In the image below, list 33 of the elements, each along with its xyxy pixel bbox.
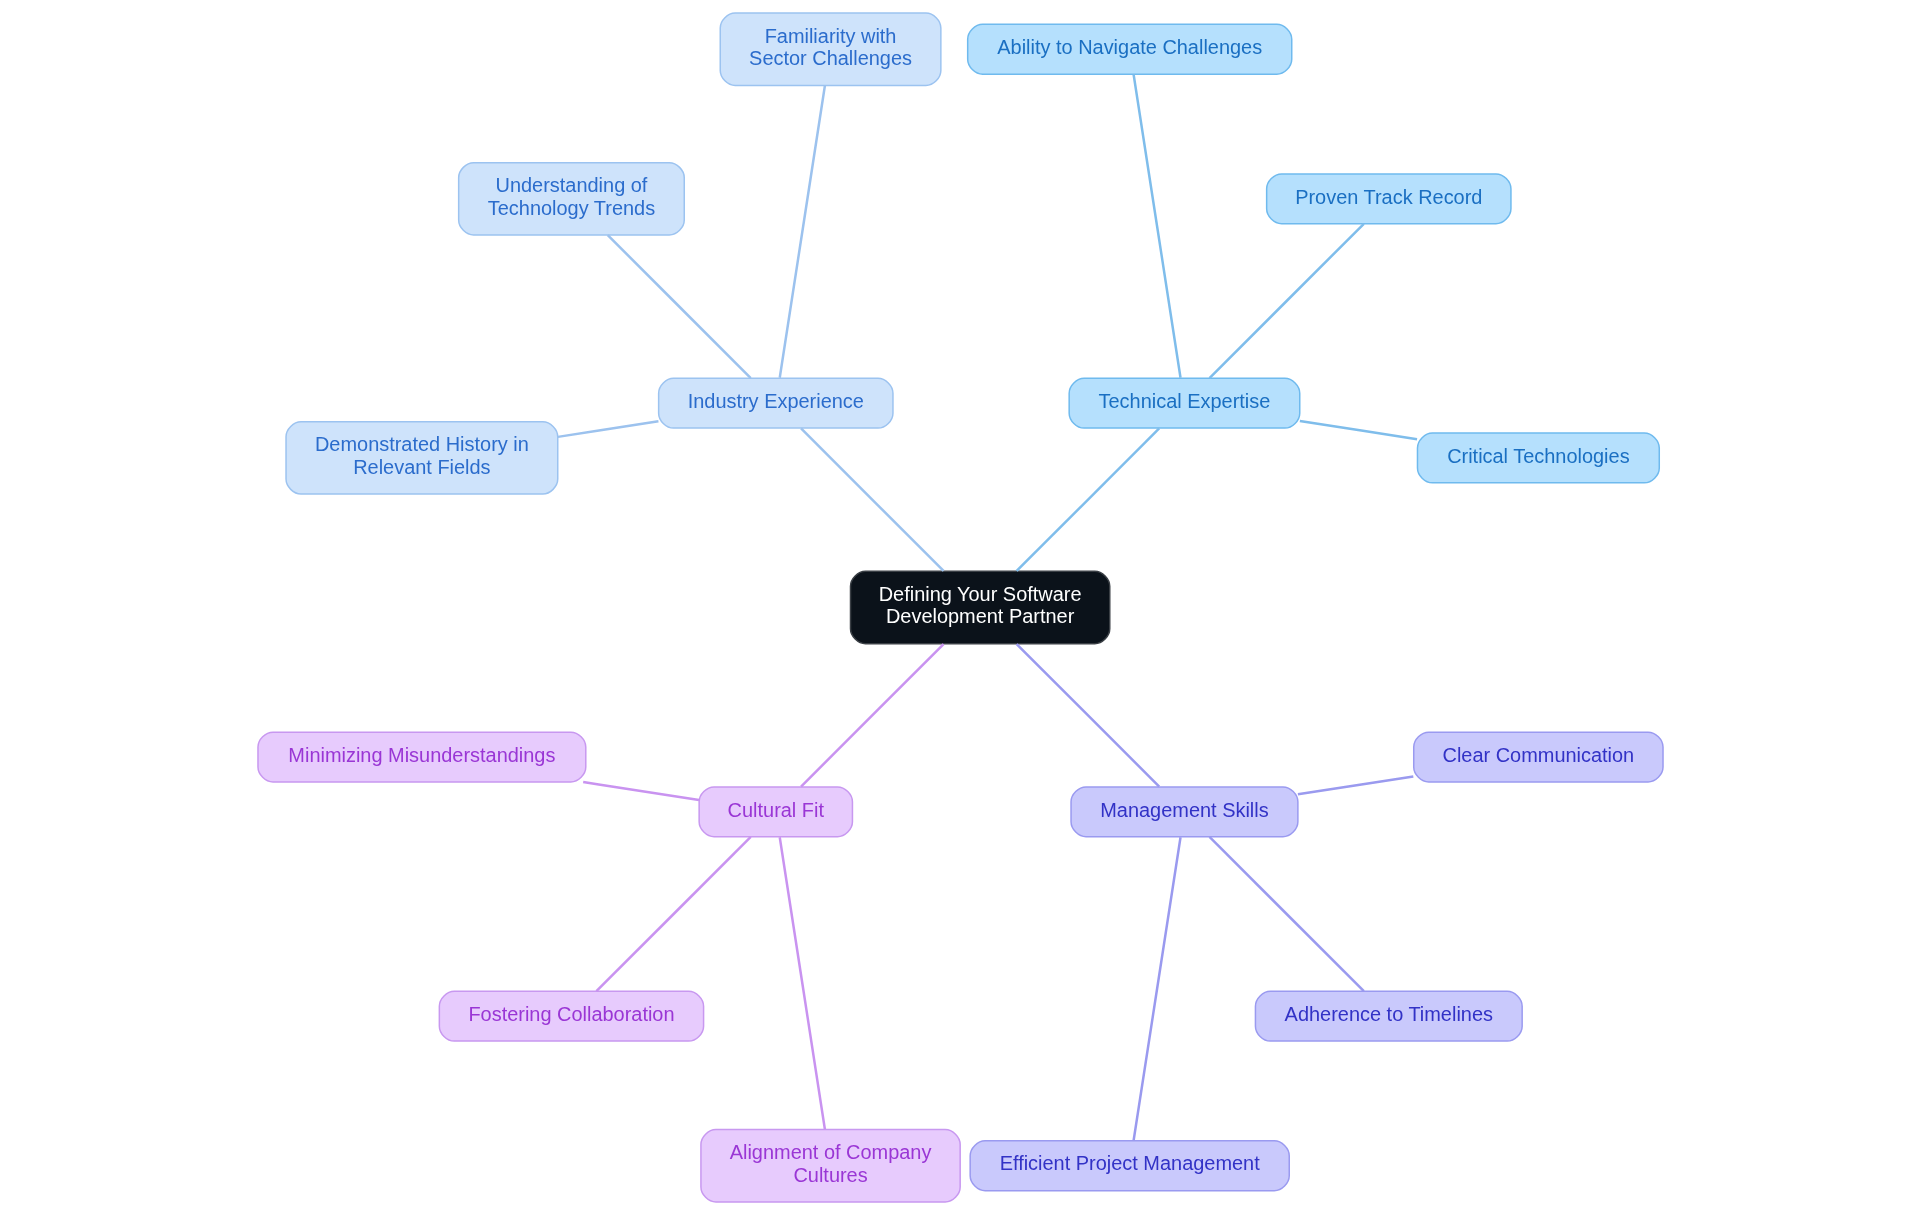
connector <box>799 427 944 572</box>
node-box: Adherence to Timelines <box>1254 990 1523 1042</box>
node-box: Familiarity with Sector Challenges <box>719 12 942 87</box>
connector <box>778 85 826 378</box>
connector <box>557 420 659 439</box>
connector <box>1297 775 1413 796</box>
node-box: Defining Your Software Development Partner <box>849 570 1110 645</box>
node-box: Management Skills <box>1069 786 1299 838</box>
connector <box>595 836 752 993</box>
node-box: Proven Track Record <box>1265 173 1512 225</box>
node-box: Fostering Collaboration <box>438 990 704 1042</box>
connector <box>582 780 699 802</box>
node-box: Minimizing Misunderstandings <box>256 731 587 783</box>
node-box: Clear Communication <box>1412 731 1664 783</box>
connector <box>1299 419 1417 441</box>
connector <box>1131 74 1182 378</box>
connector <box>778 837 826 1130</box>
connector <box>1015 643 1160 788</box>
node-box: Industry Experience <box>657 377 894 429</box>
node-box: Technical Expertise <box>1067 377 1300 429</box>
node-box: Cultural Fit <box>697 786 853 838</box>
connector <box>1015 427 1160 572</box>
node-box: Critical Technologies <box>1416 432 1660 484</box>
node-box: Alignment of Company Cultures <box>699 1128 961 1203</box>
connector <box>606 234 752 379</box>
connector <box>1131 837 1182 1141</box>
node-box: Ability to Navigate Challenges <box>966 23 1292 75</box>
connector <box>799 643 944 788</box>
connector <box>1208 836 1365 993</box>
connector <box>1208 222 1365 379</box>
node-box: Demonstrated History in Relevant Fields <box>284 421 558 495</box>
node-box: Understanding of Technology Trends <box>457 161 685 236</box>
node-box: Efficient Project Management <box>968 1140 1290 1192</box>
